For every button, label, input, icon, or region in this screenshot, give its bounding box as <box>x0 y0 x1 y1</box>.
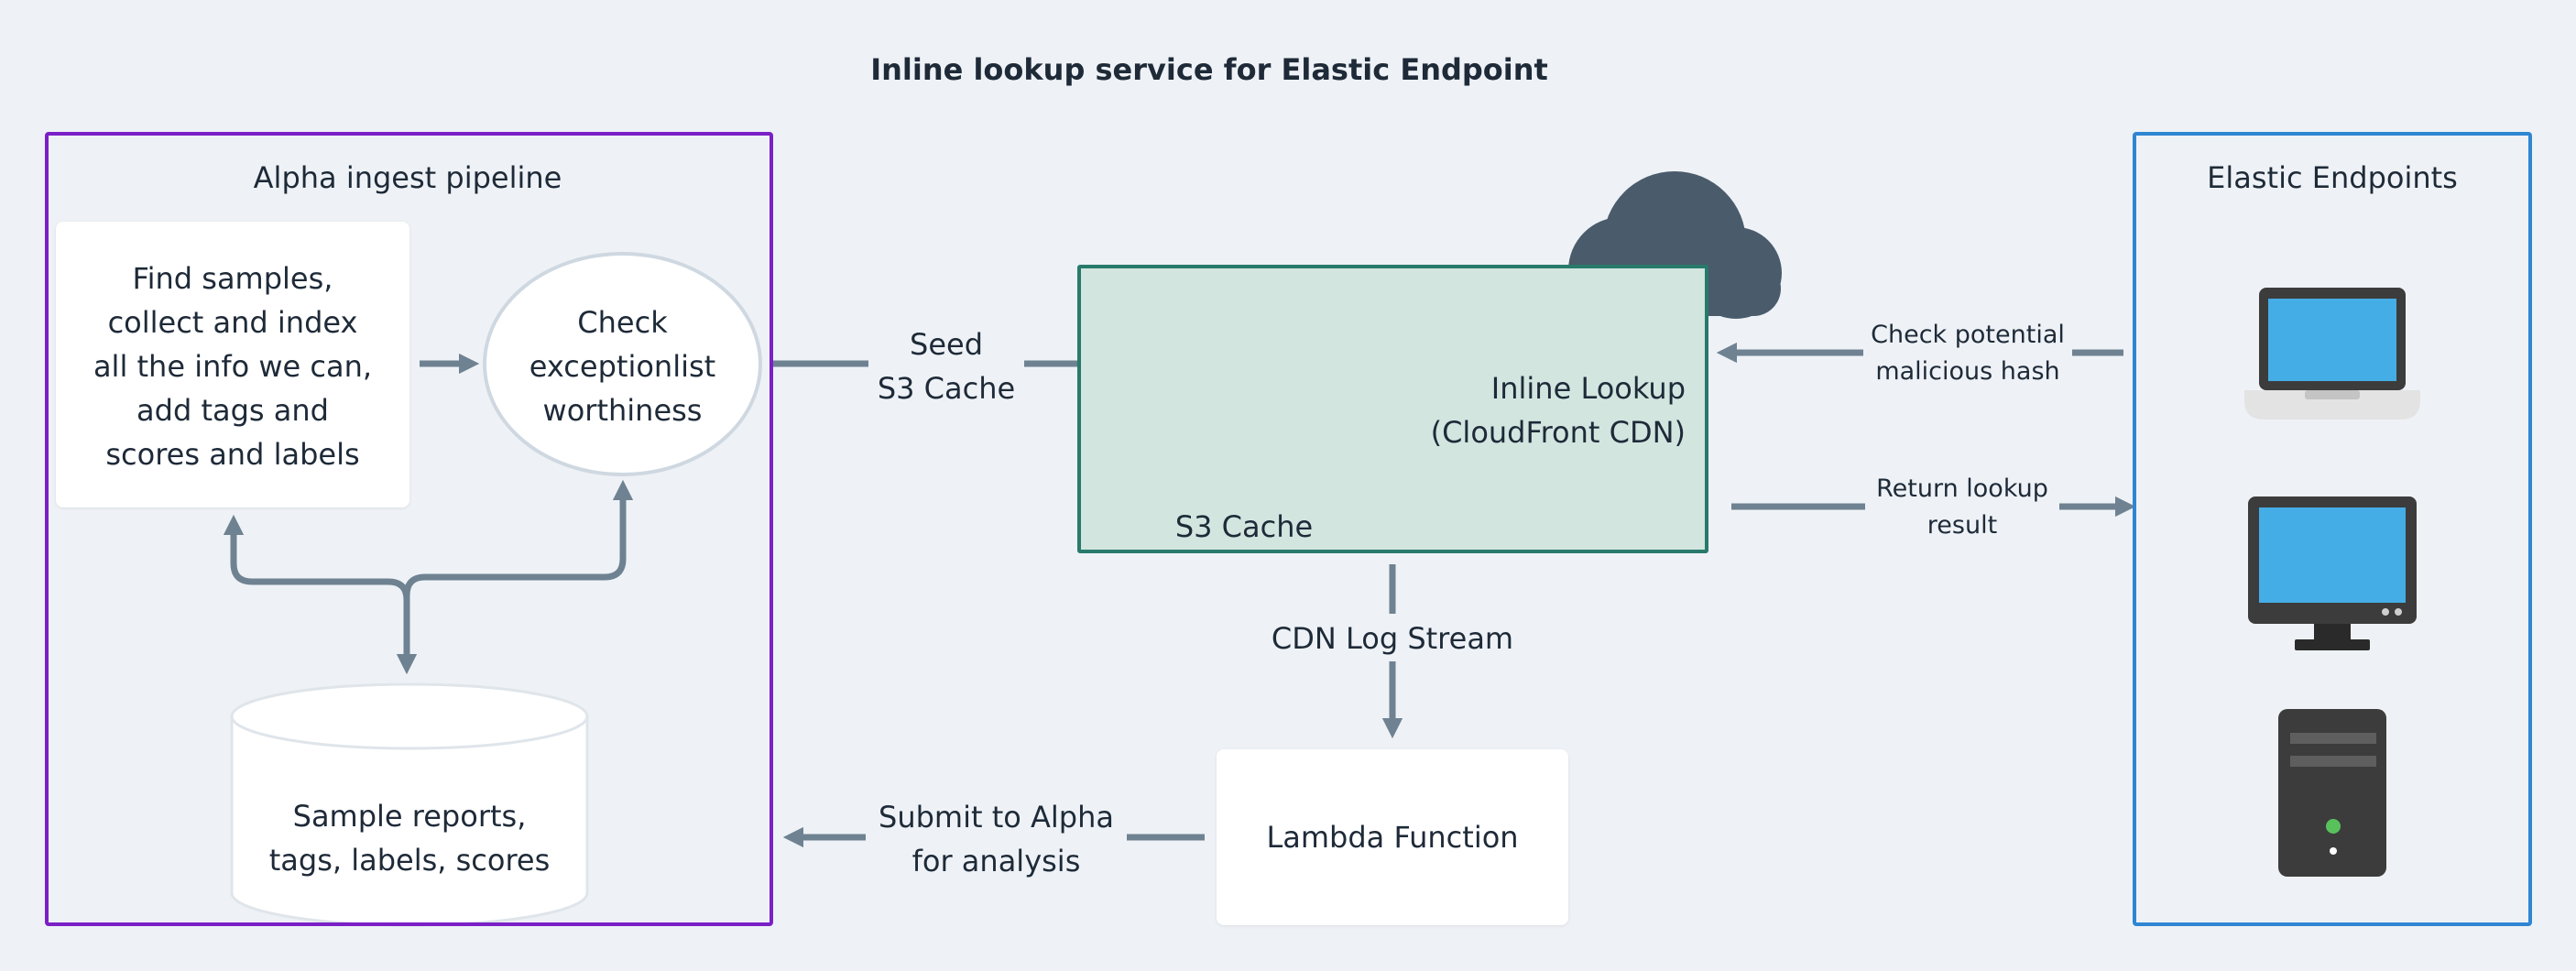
arrow-db-to-check <box>403 479 634 641</box>
find-samples-box <box>56 222 409 507</box>
database-icon <box>230 682 589 927</box>
desktop-monitor-icon <box>2248 496 2417 650</box>
elastic-endpoints-panel <box>2133 132 2532 926</box>
check-exceptionlist-text: Check exceptionlist worthiness <box>529 305 716 428</box>
alpha-ingest-panel <box>45 132 773 926</box>
laptop-icon <box>2244 288 2420 420</box>
database-text: Sample reports, tags, labels, scores <box>268 799 551 878</box>
server-tower-icon <box>2278 709 2386 877</box>
elastic-panel-label: Elastic Endpoints <box>2207 160 2458 195</box>
s3-cache-label: S3 Cache <box>1174 509 1314 544</box>
alpha-panel-label: Alpha ingest pipeline <box>253 160 562 195</box>
cdn-log-stream-label: CDN Log Stream <box>1271 621 1514 656</box>
submit-to-alpha-label: Submit to Alpha for analysis <box>879 800 1114 878</box>
find-samples-text: Find samples, collect and index all the … <box>93 261 373 472</box>
lambda-function-box <box>1217 749 1568 925</box>
lambda-function-label: Lambda Function <box>1266 820 1519 855</box>
return-result-label: Return lookup result <box>1876 475 2048 540</box>
seed-s3-cache-label: Seed S3 Cache <box>877 327 1016 406</box>
check-exceptionlist-node <box>483 252 762 476</box>
inline-lookup-label: Inline Lookup (CloudFront CDN) <box>1430 371 1686 450</box>
check-hash-label: Check potential malicious hash <box>1871 321 2065 386</box>
diagram-title: Inline lookup service for Elastic Endpoi… <box>870 52 1548 87</box>
inline-lookup-box <box>1077 265 1708 553</box>
